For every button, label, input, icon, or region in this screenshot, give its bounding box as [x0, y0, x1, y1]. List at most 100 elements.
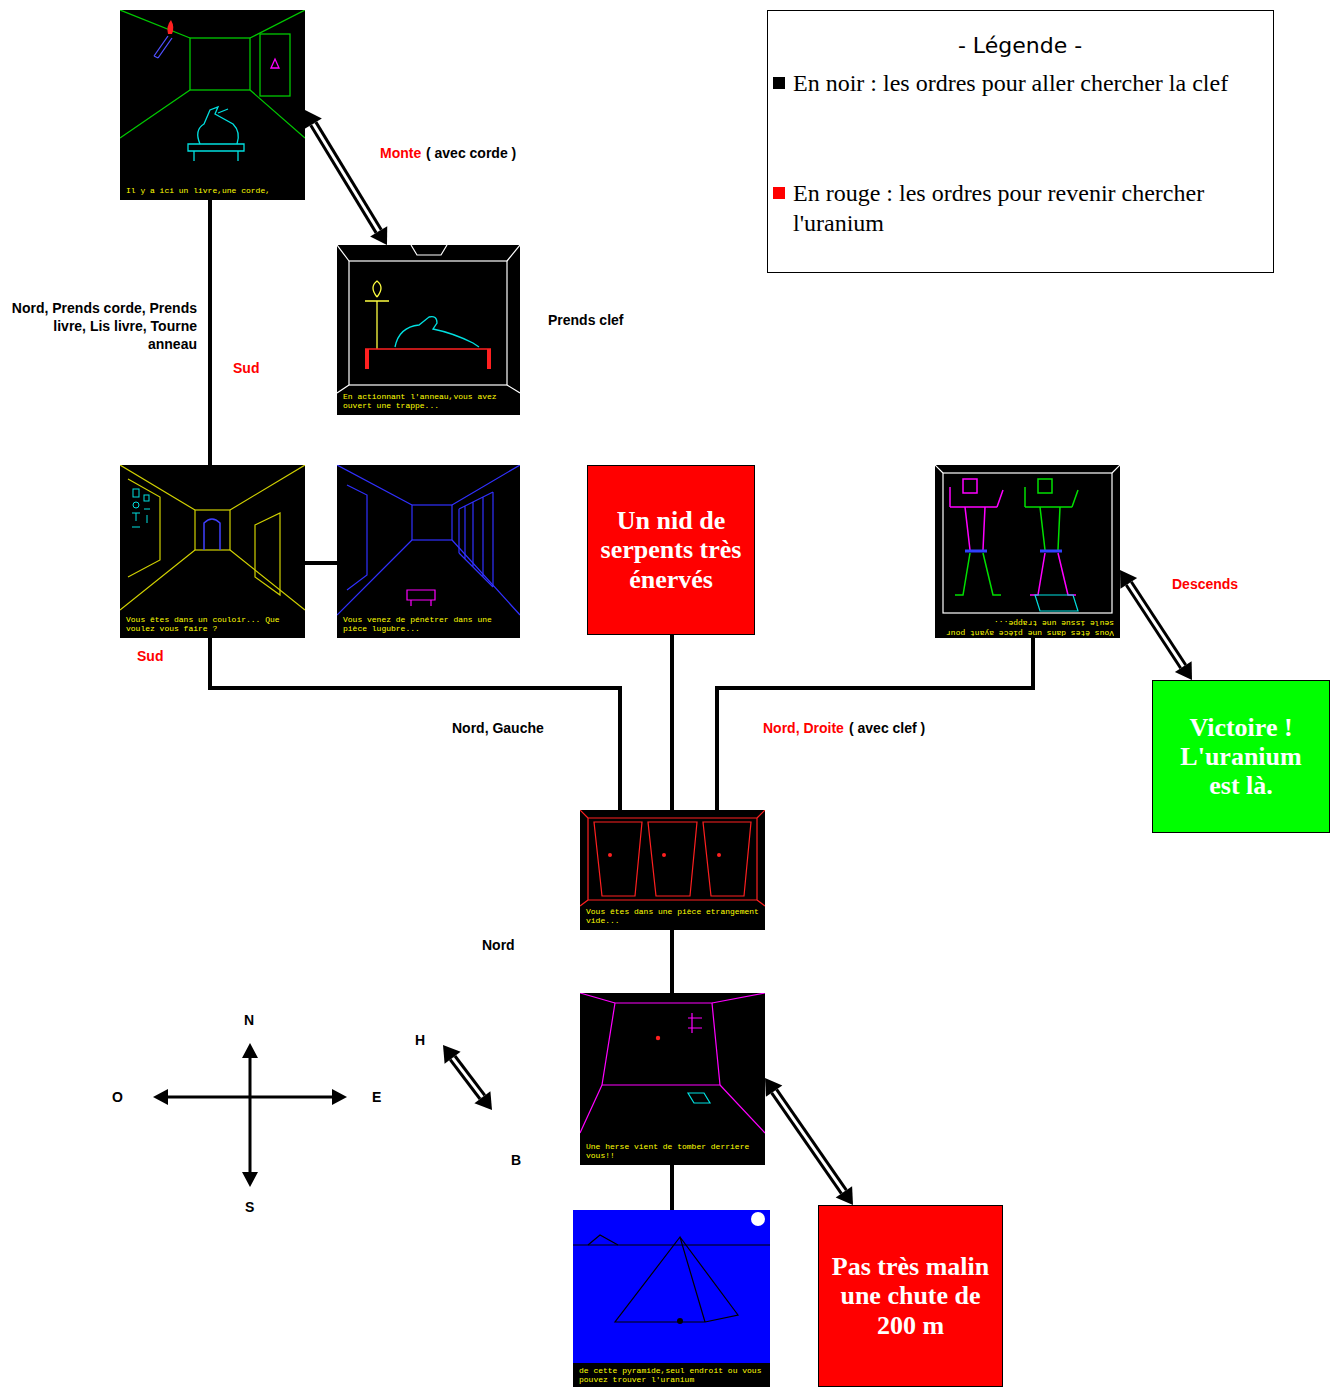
drawing-part: [190, 38, 250, 90]
drawing-part: [242, 1172, 258, 1187]
label-holder: N: [244, 1011, 254, 1029]
label-holder: O: [112, 1088, 123, 1106]
drawing-part: [677, 1318, 683, 1324]
command-label: Monte: [380, 144, 421, 162]
connector-line: [670, 1165, 674, 1210]
legend-swatch: [773, 187, 785, 199]
corridor-drawing: [120, 465, 305, 638]
drawing-part: [395, 317, 479, 347]
drawing-part: [1035, 595, 1078, 611]
drawing-part: [608, 853, 612, 857]
label-holder: Sud: [137, 647, 163, 665]
drawing-part: [412, 505, 452, 540]
compass-letter: O: [112, 1088, 123, 1106]
drawing-part: [751, 1212, 765, 1226]
two-way-arrow: [765, 1078, 853, 1205]
connector-line: [208, 200, 212, 465]
drawing-part: [1040, 550, 1062, 553]
guardians-drawing: [935, 465, 1120, 638]
legend-frame: [768, 11, 1274, 273]
command-label: Sud: [233, 359, 259, 377]
label-holder: Prends clef: [548, 311, 623, 329]
compass-letter: B: [511, 1151, 521, 1169]
drawing-part: [487, 349, 491, 369]
game-screen: Vous venez de pénétrer dans une pièce lu…: [337, 465, 520, 638]
arrow-head: [836, 1186, 853, 1205]
drawing-part: [365, 348, 491, 350]
drawing-part: [573, 1244, 770, 1245]
drawing-part: [602, 1003, 720, 1085]
drawing-part: [133, 489, 139, 497]
arrow-shaft-core: [1129, 583, 1183, 666]
drawing-part: [260, 34, 290, 96]
drawing-part: [453, 1058, 483, 1097]
message-box: Pas très malin une chute de 200 m: [818, 1205, 1003, 1387]
drawing-part: [935, 465, 1120, 473]
drawing-part: [242, 1043, 258, 1058]
screen-caption: Vous êtes dans une pièce etrangement vid…: [580, 907, 765, 930]
arrow-shaft: [1129, 583, 1183, 666]
label-holder: ( avec corde ): [426, 144, 516, 162]
label-holder: - Légende -: [767, 33, 1273, 59]
drawing-part: [120, 10, 305, 138]
compass-letter: N: [244, 1011, 254, 1029]
game-screen: Une herse vient de tomber derriere vous!…: [580, 993, 765, 1165]
command-label: ( avec corde ): [426, 144, 516, 162]
drawing-part: [588, 1235, 618, 1245]
arrow-shaft: [774, 1091, 844, 1192]
drawing-part: [943, 473, 1112, 613]
game-screen: Il y a ici un livre,une corde,: [120, 10, 305, 200]
label-holder: B: [511, 1151, 521, 1169]
label-holder: Monte: [380, 144, 421, 162]
legend-text: En rouge : les ordres pour revenir cherc…: [793, 178, 1238, 238]
drawing-part: [580, 810, 765, 906]
drawing-part: [580, 993, 765, 1133]
legend-row: En rouge : les ordres pour revenir cherc…: [773, 178, 1238, 238]
drawing-part: [188, 144, 244, 161]
drawing-part: [144, 509, 150, 523]
drawing-part: [166, 1056, 334, 1174]
arrow-head: [370, 226, 387, 245]
drawing-part: [656, 1036, 660, 1040]
dark-room-drawing: [337, 465, 520, 638]
compass-rose: [153, 1043, 347, 1187]
drawing-part: [349, 261, 507, 385]
drawing-part: [337, 245, 520, 393]
up-down-arrow: [443, 1045, 492, 1110]
label-holder: E: [372, 1088, 381, 1106]
drawing-part: [133, 502, 139, 508]
drawing-part: [717, 853, 721, 857]
drawing-part: [1025, 479, 1078, 550]
command-label: Nord, Prends corde, Prends livre, Lis li…: [7, 299, 197, 353]
drawing-part: [594, 822, 642, 896]
label-holder: Nord, Droite: [763, 719, 844, 737]
message-box: Un nid de serpents très énervés: [587, 465, 755, 635]
drawing-part: [965, 550, 987, 553]
drawing-part: [128, 479, 160, 577]
portcullis-drawing: [580, 993, 765, 1165]
arrow-shaft: [313, 124, 378, 232]
screen-caption: Vous êtes dans une pièce ayant pour seul…: [935, 615, 1120, 638]
drawing-part: [271, 59, 279, 68]
box-text: Pas très malin une chute de 200 m: [829, 1252, 992, 1339]
label-holder: Sud: [233, 359, 259, 377]
label-holder: H: [415, 1031, 425, 1049]
drawing-part: [950, 479, 1003, 550]
game-screen: Vous êtes dans une pièce etrangement vid…: [580, 810, 765, 930]
drawing-part: [459, 492, 493, 587]
pyramid-drawing: [573, 1210, 770, 1387]
drawing-part: [703, 822, 751, 896]
command-label: Prends clef: [548, 311, 623, 329]
drawing-part: [648, 822, 697, 896]
box-text: Victoire ! L'uranium est là.: [1163, 713, 1319, 800]
game-screen: Vous êtes dans un couloir... Que voulez …: [120, 465, 305, 638]
passage-line: [672, 930, 673, 993]
compass-letter: H: [415, 1031, 425, 1049]
screen-caption: de cette pyramide,seul endroit ou vous p…: [573, 1363, 770, 1387]
drawing-part: [337, 465, 520, 615]
drawing-part: [688, 1093, 710, 1103]
command-label: ( avec clef ): [849, 719, 925, 737]
screen-caption: Vous êtes dans un couloir... Que voulez …: [120, 615, 305, 638]
